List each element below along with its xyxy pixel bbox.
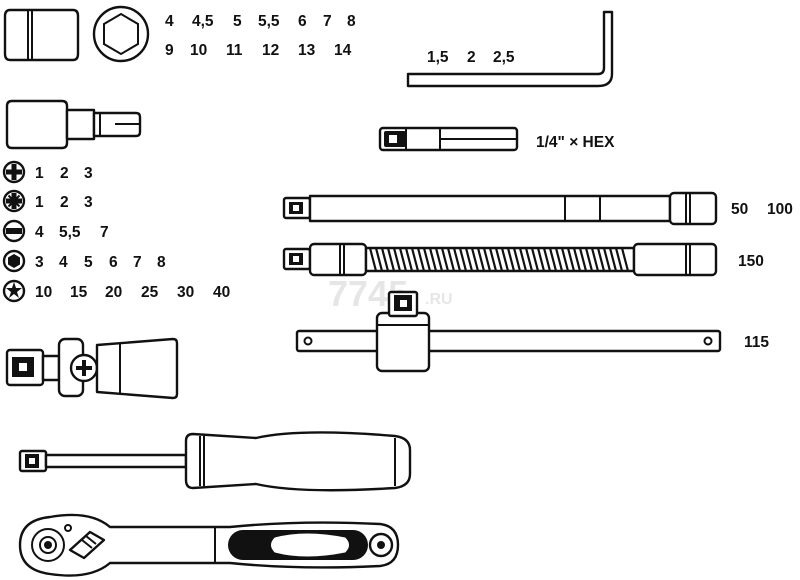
bit-size: 5 <box>84 254 93 271</box>
bit-size: 2 <box>60 165 69 182</box>
extension-sizes: 50 100 <box>731 201 793 218</box>
pozidriv-bit-sizes: 1 2 3 <box>35 194 93 211</box>
watermark-suffix: .RU <box>425 291 453 308</box>
bit-size: 15 <box>70 284 88 301</box>
bit-size: 8 <box>157 254 166 271</box>
socket-size: 14 <box>334 42 352 59</box>
bit-size: 3 <box>84 194 93 211</box>
torx-bit-icon <box>2 279 26 303</box>
universal-joint-icon <box>5 337 179 400</box>
bit-size: 4 <box>59 254 68 271</box>
flexible-extension-size: 150 <box>738 253 764 270</box>
extension-bar-icon <box>282 191 718 226</box>
phillips-bit-sizes: 1 2 3 <box>35 165 93 182</box>
bit-size: 40 <box>213 284 230 301</box>
extension-size: 100 <box>767 201 793 218</box>
bit-size: 10 <box>35 284 52 301</box>
hex-bit-icon <box>2 249 26 273</box>
bit-size: 4 <box>35 224 44 241</box>
hex-key-size: 2,5 <box>493 49 515 66</box>
socket-size: 4,5 <box>192 13 214 30</box>
bit-size: 1 <box>35 194 44 211</box>
socket-side-icon <box>3 8 80 62</box>
socket-size: 7 <box>323 13 332 30</box>
socket-size: 12 <box>262 42 279 59</box>
socket-size: 8 <box>347 13 356 30</box>
hex-key-size: 2 <box>467 49 476 66</box>
hex-key-icon <box>406 10 614 88</box>
socket-size: 5,5 <box>258 13 280 30</box>
screwdriver-handle-icon <box>18 431 412 492</box>
bit-size: 1 <box>35 165 44 182</box>
bit-size: 3 <box>84 165 93 182</box>
socket-top-icon <box>92 5 150 63</box>
bit-size: 6 <box>109 254 118 271</box>
t-handle-size: 115 <box>744 334 769 351</box>
socket-sizes-row-2: 9 10 11 12 13 14 <box>165 42 352 59</box>
bit-size: 25 <box>141 284 159 301</box>
torx-bit-sizes: 10 15 20 25 30 40 <box>35 284 230 301</box>
socket-size: 4 <box>165 13 174 30</box>
bit-size: 30 <box>177 284 194 301</box>
phillips-bit-icon <box>2 160 26 184</box>
flex-coil-pattern <box>368 247 630 272</box>
ratchet-handle-icon <box>18 513 400 577</box>
t-handle-icon <box>295 290 722 373</box>
hex-key-sizes: 1,5 2 2,5 <box>427 49 515 66</box>
socket-size: 11 <box>226 42 243 59</box>
socket-size: 9 <box>165 42 174 59</box>
bit-adapter-label: 1/4" × HEX <box>536 134 615 151</box>
bit-size: 2 <box>60 194 69 211</box>
bit-holder-icon <box>5 99 142 150</box>
hex-bit-sizes: 3 4 5 6 7 8 <box>35 254 166 271</box>
bit-size: 3 <box>35 254 44 271</box>
slotted-bit-icon <box>2 219 26 243</box>
hex-key-size: 1,5 <box>427 49 449 66</box>
socket-size: 5 <box>233 13 242 30</box>
socket-size: 6 <box>298 13 307 30</box>
flexible-extension-icon <box>282 242 718 277</box>
bit-size: 7 <box>133 254 142 271</box>
bit-size: 7 <box>100 224 109 241</box>
pozidriv-bit-icon <box>2 189 26 213</box>
bit-size: 5,5 <box>59 224 81 241</box>
bit-size: 20 <box>105 284 122 301</box>
socket-size: 13 <box>298 42 316 59</box>
slotted-bit-sizes: 4 5,5 7 <box>35 224 109 241</box>
socket-sizes-row-1: 4 4,5 5 5,5 6 7 8 <box>165 13 356 30</box>
bit-adapter-icon <box>378 126 519 152</box>
extension-size: 50 <box>731 201 748 218</box>
socket-size: 10 <box>190 42 207 59</box>
